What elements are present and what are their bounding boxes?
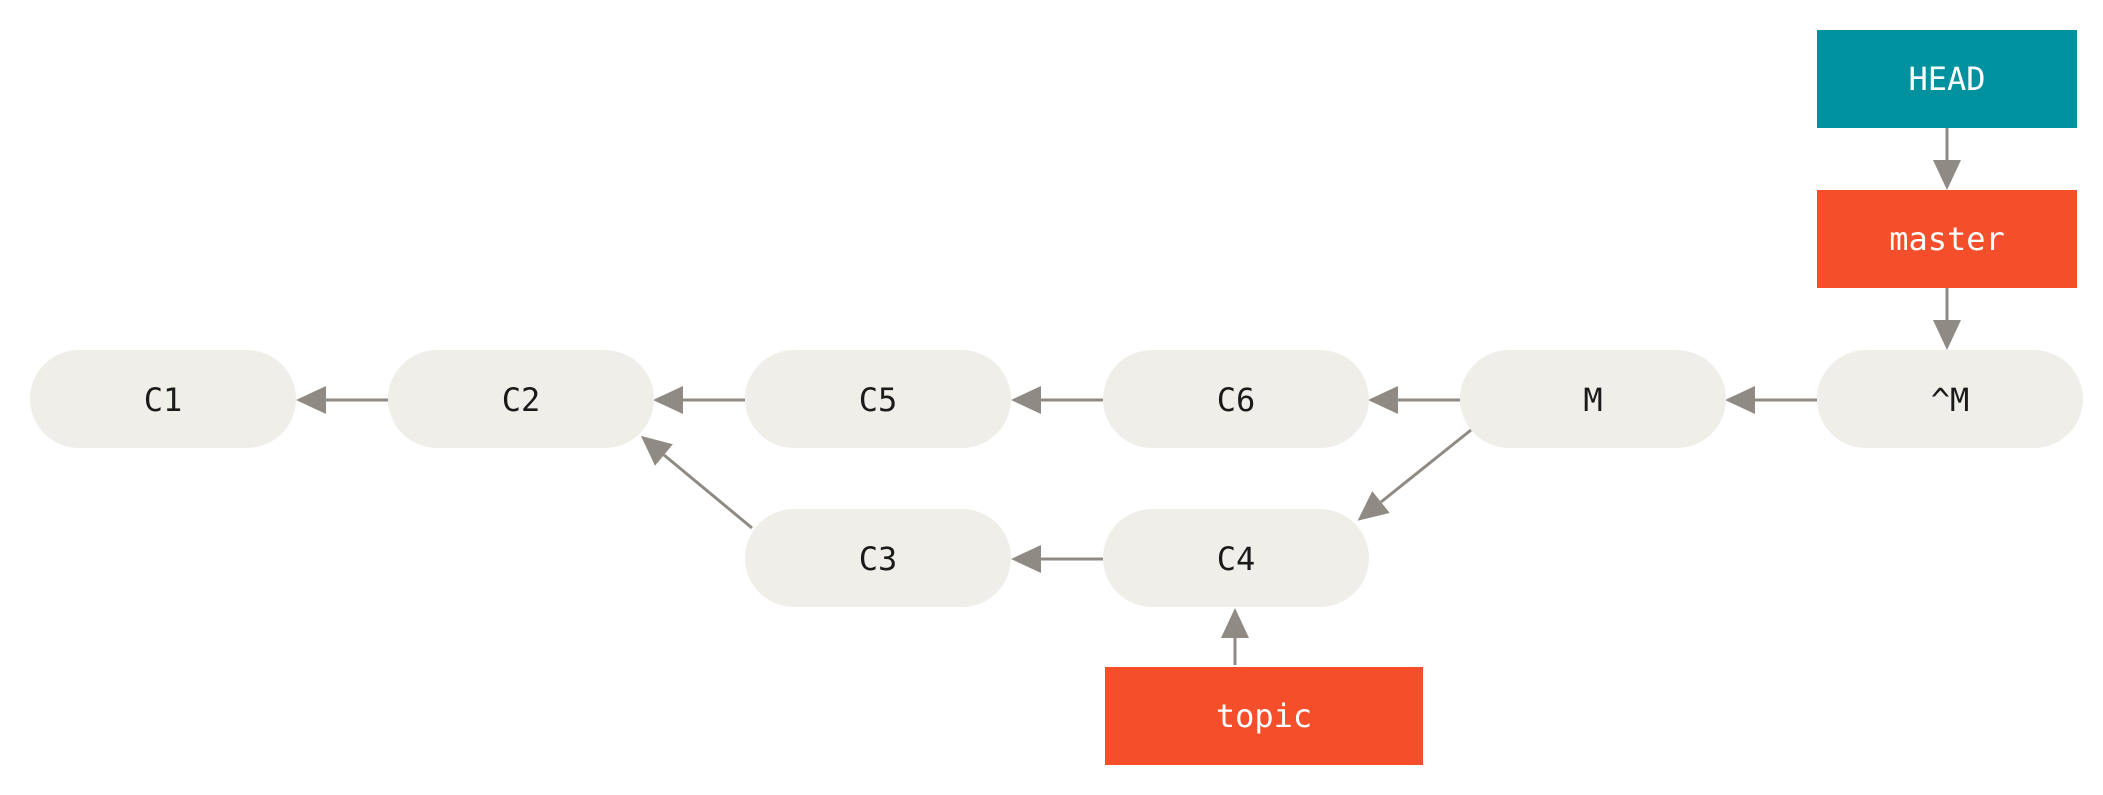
commit-c5: C5 xyxy=(745,350,1011,448)
edge-c3-c2 xyxy=(640,435,753,530)
commit-c6-label: C6 xyxy=(1217,381,1256,419)
commit-c6: C6 xyxy=(1103,350,1369,448)
branch-topic: topic xyxy=(1105,667,1423,765)
commit-c4-label: C4 xyxy=(1217,540,1256,578)
commit-c3-label: C3 xyxy=(859,540,898,578)
ref-head: HEAD xyxy=(1817,30,2077,128)
branch-master: master xyxy=(1817,190,2077,288)
branch-topic-label: topic xyxy=(1216,697,1312,735)
edges xyxy=(296,128,1961,665)
ref-head-label: HEAD xyxy=(1908,60,1985,98)
branch-master-label: master xyxy=(1889,220,2005,258)
commit-m-label: M xyxy=(1583,381,1602,419)
commit-c2-label: C2 xyxy=(502,381,541,419)
commit-c1-label: C1 xyxy=(144,381,183,419)
commit-c5-label: C5 xyxy=(859,381,898,419)
commit-c1: C1 xyxy=(30,350,296,448)
edge-m-c4 xyxy=(1357,428,1472,521)
commit-revert-m: ^M xyxy=(1817,350,2083,448)
commit-c2: C2 xyxy=(388,350,654,448)
commit-revert-m-label: ^M xyxy=(1931,381,1970,419)
commit-c3: C3 xyxy=(745,509,1011,607)
commit-c4: C4 xyxy=(1103,509,1369,607)
commit-m: M xyxy=(1460,350,1726,448)
